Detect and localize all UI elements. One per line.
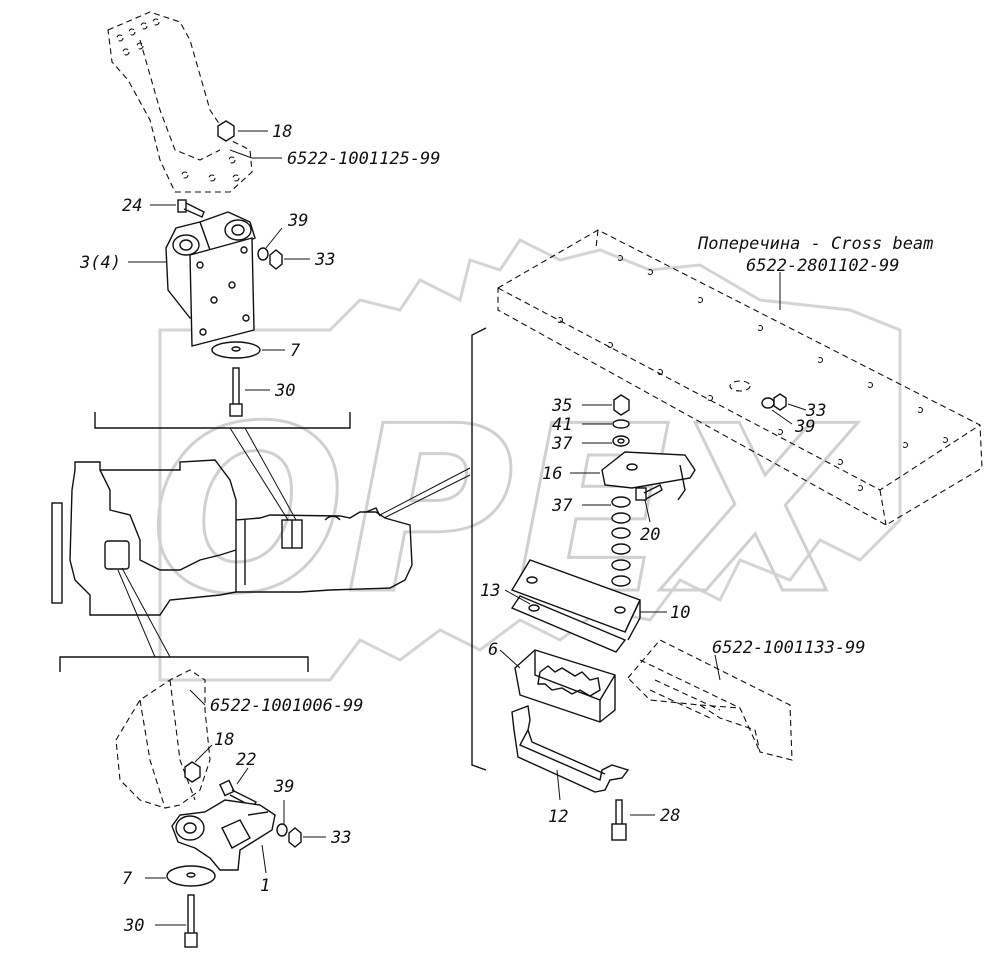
crossbeam-title: Поперечина - Cross beam xyxy=(697,234,933,254)
crossbeam-ref: 6522-2801102-99 xyxy=(746,256,900,276)
label-39-upper: 39 xyxy=(287,211,308,231)
bolt-22: 22 xyxy=(219,750,257,808)
label-12: 12 xyxy=(548,807,568,827)
label-33-crossbeam: 33 xyxy=(805,401,826,421)
washer-39-nut-33-lower: 39 33 xyxy=(273,777,351,848)
ref-6522-1001133-99: 6522-1001133-99 xyxy=(712,638,866,658)
ref-6522-1001125-99: 6522-1001125-99 xyxy=(287,149,441,169)
bolt-28: 28 xyxy=(611,799,680,841)
nut-33-washer-39-crossbeam: 33 39 xyxy=(761,393,826,437)
lower-frame-bracket xyxy=(115,669,211,809)
label-35: 35 xyxy=(551,396,572,416)
bracket-16: 16 xyxy=(542,451,696,501)
bolt-30-upper: 30 xyxy=(229,367,295,417)
bolt-20: 20 xyxy=(635,484,663,545)
bolt-24: 24 xyxy=(122,196,205,218)
rubber-pad-6: 6 xyxy=(488,640,616,723)
label-33-upper: 33 xyxy=(314,250,335,270)
frame-member-1133 xyxy=(627,639,793,761)
cross-beam xyxy=(497,229,983,526)
label-30-upper: 30 xyxy=(274,381,295,401)
washer-41: 41 xyxy=(552,415,630,435)
label-18-upper: 18 xyxy=(272,122,292,142)
ref-6522-1001006-99: 6522-1001006-99 xyxy=(210,696,364,716)
nut-18-upper: 18 xyxy=(217,120,292,142)
label-41: 41 xyxy=(552,415,572,435)
upper-callout-bracket xyxy=(94,412,351,429)
label-37-lower: 37 xyxy=(551,496,573,516)
label-37-upper: 37 xyxy=(551,434,573,454)
label-1: 1 xyxy=(260,876,270,896)
label-16: 16 xyxy=(542,464,562,484)
label-10: 10 xyxy=(670,603,690,623)
plate-13-10: 13 10 xyxy=(480,559,690,653)
nut-35: 35 xyxy=(551,394,630,416)
upper-frame-bracket xyxy=(107,11,253,193)
bolt-30-lower: 30 xyxy=(123,894,198,948)
label-28: 28 xyxy=(660,806,680,826)
label-7-lower: 7 xyxy=(122,869,133,889)
washer-7-lower: 7 xyxy=(122,865,216,889)
label-6: 6 xyxy=(488,640,498,660)
label-33-lower: 33 xyxy=(330,828,351,848)
label-22: 22 xyxy=(236,750,256,770)
washer-stack-37: 37 xyxy=(551,496,631,587)
label-24: 24 xyxy=(122,196,142,216)
label-3-4: 3(4) xyxy=(79,253,121,273)
nut-18-lower: 18 xyxy=(184,730,234,783)
washer-39-nut-33-upper: 39 33 xyxy=(257,211,335,270)
lower-callout-bracket xyxy=(59,656,309,672)
washer-37-upper: 37 xyxy=(551,434,630,454)
watermark: OPEX xyxy=(149,238,902,682)
label-18-lower: 18 xyxy=(214,730,234,750)
label-20: 20 xyxy=(640,525,660,545)
label-39-crossbeam: 39 xyxy=(794,417,815,437)
right-group-bracket xyxy=(471,327,487,771)
engine-support-3-4: 3(4) xyxy=(79,211,256,347)
clamp-12: 12 xyxy=(511,705,630,827)
label-39-lower: 39 xyxy=(273,777,294,797)
label-13: 13 xyxy=(480,581,500,601)
label-30-lower: 30 xyxy=(123,916,144,936)
engine-support-1: 1 xyxy=(171,799,276,896)
washer-7-upper: 7 xyxy=(211,341,301,361)
watermark-text: OPEX xyxy=(150,378,858,645)
label-7-upper: 7 xyxy=(290,341,301,361)
engine-gearbox-assembly xyxy=(51,459,413,616)
